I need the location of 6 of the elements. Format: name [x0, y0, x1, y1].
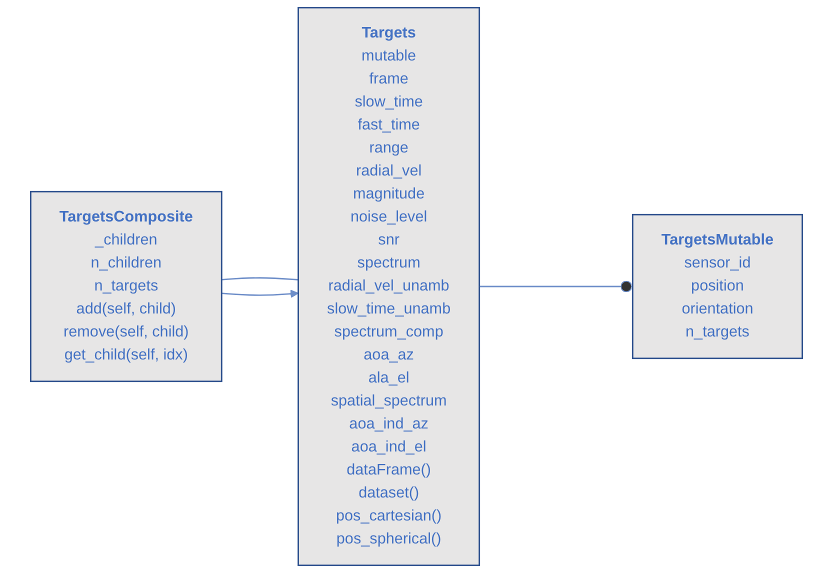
node-box [632, 214, 804, 360]
node-box [298, 6, 480, 566]
arrow [222, 290, 299, 298]
connector [479, 280, 633, 292]
node-box [30, 190, 222, 382]
connector [222, 277, 298, 280]
